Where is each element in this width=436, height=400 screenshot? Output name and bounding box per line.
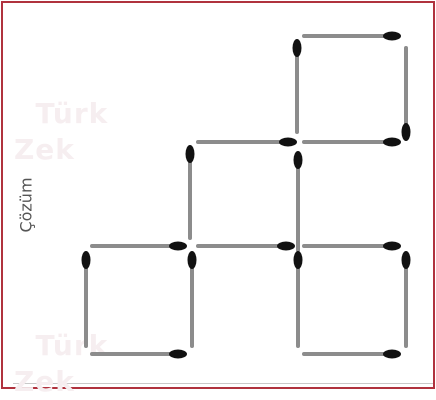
- match-head-icon: [402, 251, 411, 269]
- match-head-icon: [402, 123, 411, 141]
- match-head-icon: [277, 242, 295, 251]
- matchsticks: [82, 32, 411, 359]
- match-head-icon: [188, 251, 197, 269]
- matchstick-puzzle: [0, 0, 436, 391]
- match-head-icon: [169, 350, 187, 359]
- match-head-icon: [383, 138, 401, 147]
- match-head-icon: [169, 242, 187, 251]
- match-head-icon: [294, 251, 303, 269]
- match-head-icon: [293, 39, 302, 57]
- match-head-icon: [383, 32, 401, 41]
- match-head-icon: [279, 138, 297, 147]
- match-head-icon: [294, 151, 303, 169]
- match-head-icon: [383, 242, 401, 251]
- match-head-icon: [186, 145, 195, 163]
- match-head-icon: [82, 251, 91, 269]
- match-head-icon: [383, 350, 401, 359]
